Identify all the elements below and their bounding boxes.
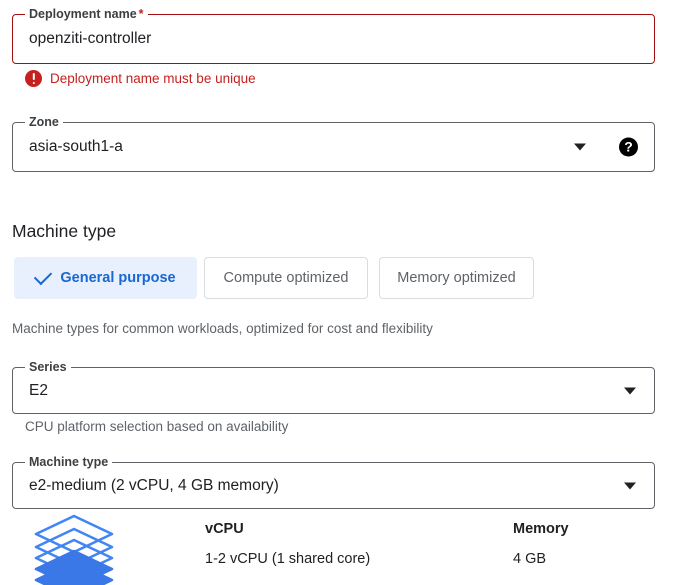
deployment-name-error-text: Deployment name must be unique [50,71,256,86]
spec-header-vcpu: vCPU [205,521,244,537]
required-asterisk: * [138,7,144,21]
tab-general-purpose[interactable]: General purpose [14,257,197,299]
error-circle-icon [25,70,42,87]
tab-memory-optimized-label: Memory optimized [397,270,516,286]
tab-memory-optimized[interactable]: Memory optimized [379,257,534,299]
series-value: E2 [29,381,48,399]
series-helper-text: CPU platform selection based on availabi… [25,419,289,434]
spec-value-memory: 4 GB [513,551,547,567]
spec-value-vcpu: 1-2 vCPU (1 shared core) [205,551,371,567]
help-circle-icon[interactable]: ? [619,137,638,157]
machine-type-select-value: e2-medium (2 vCPU, 4 GB memory) [29,476,279,494]
family-description: Machine types for common workloads, opti… [12,321,433,336]
zone-label: Zone [25,115,63,129]
deployment-name-error: Deployment name must be unique [25,70,256,87]
machine-stack-icon [34,514,114,585]
spec-header-memory: Memory [513,521,569,537]
machine-type-select[interactable]: Machine type e2-medium (2 vCPU, 4 GB mem… [12,455,655,509]
deployment-name-field[interactable]: Deployment name* openziti-controller [12,7,655,64]
series-label: Series [25,360,71,374]
machine-type-select-label: Machine type [25,455,113,469]
check-icon [34,266,53,286]
machine-type-heading: Machine type [12,221,117,241]
zone-select[interactable]: Zone asia-south1-a ? [12,115,655,172]
tab-compute-optimized-label: Compute optimized [223,270,349,286]
chevron-down-icon[interactable] [624,387,636,394]
deployment-name-input[interactable]: openziti-controller [29,30,152,47]
chevron-down-icon[interactable] [624,482,636,489]
series-select[interactable]: Series E2 [12,360,655,414]
tab-general-purpose-label: General purpose [60,270,176,286]
tab-compute-optimized[interactable]: Compute optimized [204,257,368,299]
chevron-down-icon[interactable] [574,143,586,151]
zone-value: asia-south1-a [29,138,123,155]
deployment-name-label: Deployment name* [25,7,148,21]
